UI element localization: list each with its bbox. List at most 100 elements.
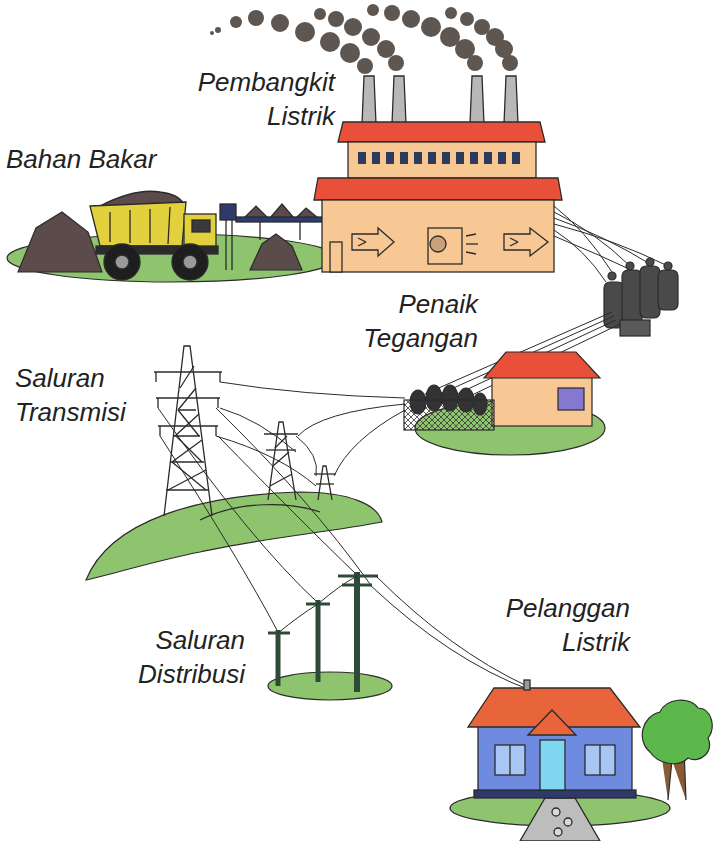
transmission-tower — [270, 436, 292, 486]
smoke — [440, 27, 460, 47]
transmission-tower — [155, 372, 156, 382]
dump-truck — [104, 244, 140, 280]
tree — [642, 700, 712, 764]
power-line — [554, 230, 606, 282]
power-line — [298, 404, 405, 436]
conveyor — [220, 204, 236, 220]
illustration-label: Bahan Bakar — [6, 143, 206, 177]
power-plant — [428, 228, 462, 264]
power-line — [318, 576, 357, 604]
dump-truck — [172, 244, 208, 280]
customer-house — [450, 680, 670, 841]
power-plant — [428, 152, 436, 164]
conveyor — [220, 204, 322, 270]
smoke — [377, 40, 395, 58]
dump-truck — [109, 212, 110, 242]
customer-house — [509, 745, 510, 775]
power-plant — [386, 152, 394, 164]
power-plant — [504, 228, 548, 256]
power-plant — [470, 152, 478, 164]
power-line — [296, 436, 317, 476]
illustration-label: Saluran Distribusi — [103, 624, 245, 692]
power-plant — [358, 152, 520, 164]
coal-pile — [270, 204, 294, 218]
smoke — [445, 7, 457, 19]
transformer — [608, 272, 616, 280]
dump-truck — [129, 210, 130, 243]
conveyor — [259, 222, 260, 240]
smoke — [230, 16, 242, 28]
power-line — [376, 576, 527, 686]
transmission-tower — [168, 366, 206, 490]
power-plant — [470, 76, 484, 124]
smoke — [340, 43, 360, 63]
smoke — [328, 11, 344, 27]
customer-house — [554, 828, 562, 836]
distribution-pole — [354, 572, 360, 692]
smoke — [271, 14, 289, 32]
customer-house — [524, 680, 530, 690]
power-plant — [358, 242, 366, 246]
smoke — [402, 10, 420, 28]
hill — [86, 492, 382, 580]
power-plant — [372, 152, 380, 164]
transformer — [664, 262, 672, 270]
power-plant — [414, 152, 422, 164]
label-text: Bahan Bakar — [6, 143, 206, 177]
coal-pile — [18, 212, 102, 272]
customer-house — [495, 745, 525, 775]
customer-house — [520, 798, 600, 841]
power-line — [554, 224, 668, 266]
power-plant — [358, 238, 366, 242]
smoke — [367, 4, 379, 16]
smoke — [357, 58, 373, 74]
dump-truck — [183, 255, 197, 269]
transmission-tower — [157, 398, 158, 408]
dump-truck — [168, 207, 170, 244]
smoke — [384, 5, 400, 21]
distribution-pole — [268, 672, 392, 700]
smoke — [460, 12, 474, 26]
power-plant — [466, 234, 476, 236]
conveyor — [299, 222, 300, 240]
power-plant — [466, 243, 478, 244]
transmission-tower — [156, 397, 220, 398]
illustration-label: Pelanggan Listrik — [478, 592, 630, 660]
power-plant — [322, 200, 554, 272]
distribution-pole — [342, 584, 372, 587]
transmission-tower — [217, 398, 218, 408]
hill — [200, 505, 320, 520]
coal-pile — [244, 206, 268, 218]
transmission-tower — [159, 426, 160, 436]
distribution-pole — [338, 575, 378, 578]
power-plant — [466, 252, 476, 254]
power-line — [216, 408, 370, 584]
smoke — [314, 8, 326, 20]
power-plant — [512, 152, 520, 164]
power-plant — [314, 178, 562, 200]
smoke — [215, 27, 221, 33]
dump-truck — [90, 202, 186, 246]
customer-house — [552, 808, 560, 816]
smoke — [362, 28, 380, 46]
transformer — [646, 258, 654, 266]
smoke — [344, 18, 362, 36]
power-plant — [442, 152, 450, 164]
dump-truck — [192, 220, 210, 232]
substation — [404, 400, 494, 430]
transformer — [640, 266, 660, 318]
dump-truck — [149, 209, 150, 243]
transmission-tower — [318, 466, 332, 500]
customer-house — [564, 818, 572, 826]
smoke — [388, 55, 404, 71]
smoke — [320, 32, 340, 52]
customer-house — [540, 740, 565, 790]
smoke — [210, 31, 214, 35]
conveyor — [236, 217, 322, 222]
power-line — [158, 408, 318, 603]
label-text: Pelanggan Listrik — [478, 592, 630, 660]
customer-house — [585, 745, 615, 775]
power-line — [216, 436, 316, 486]
